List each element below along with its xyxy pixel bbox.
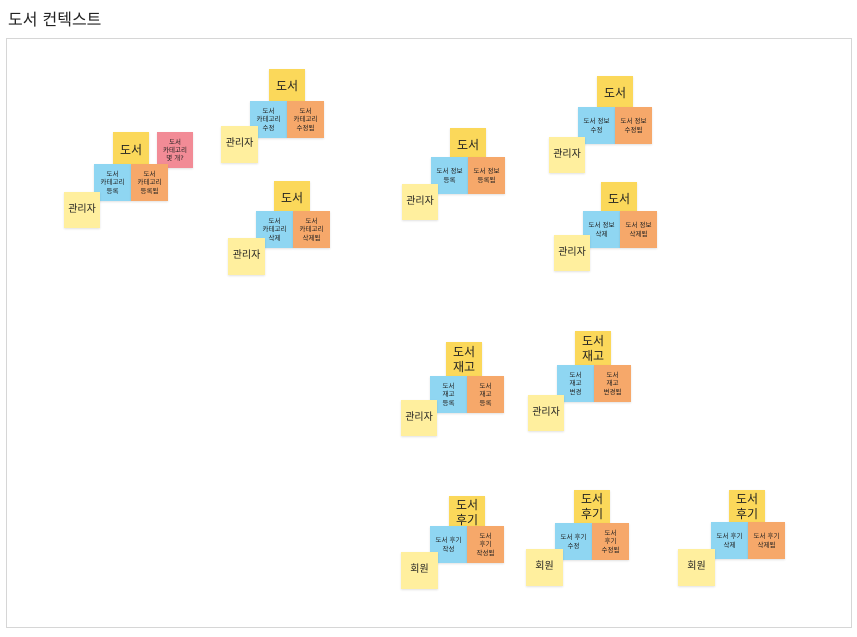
event-note[interactable]: 도서 후기 작성됨: [467, 526, 504, 563]
command-note[interactable]: 도서 카테고리 수정: [250, 101, 287, 138]
event-note[interactable]: 도서 카테고리 등록됨: [131, 164, 168, 201]
event-note[interactable]: 도서 카테고리 삭제됨: [293, 211, 330, 248]
command-note[interactable]: 도서 후기 작성: [430, 526, 467, 563]
aggregate-note[interactable]: 도서: [274, 181, 310, 215]
command-note[interactable]: 도서 카테고리 등록: [94, 164, 131, 201]
actor-note[interactable]: 관리자: [554, 235, 590, 271]
command-note[interactable]: 도서 정보 등록: [431, 157, 468, 194]
event-note[interactable]: 도서 정보 등록됨: [468, 157, 505, 194]
actor-note[interactable]: 회원: [678, 549, 715, 586]
actor-note[interactable]: 관리자: [228, 238, 265, 275]
aggregate-note[interactable]: 도서 후기: [574, 490, 610, 524]
event-note[interactable]: 도서 카테고리 수정됨: [287, 101, 324, 138]
command-note[interactable]: 도서 후기 삭제: [711, 522, 748, 559]
aggregate-note[interactable]: 도서: [597, 76, 633, 110]
actor-note[interactable]: 관리자: [221, 126, 258, 163]
aggregate-note[interactable]: 도서: [450, 128, 486, 162]
event-note[interactable]: 도서 후기 삭제됨: [748, 522, 785, 559]
event-note[interactable]: 도서 재고 등록: [467, 376, 504, 413]
aggregate-note[interactable]: 도서: [269, 69, 305, 103]
event-note[interactable]: 도서 정보 삭제됨: [620, 211, 657, 248]
aggregate-note[interactable]: 도서: [601, 182, 637, 216]
event-note[interactable]: 도서 정보 수정됨: [615, 107, 652, 144]
event-note[interactable]: 도서 재고 변경됨: [594, 365, 631, 402]
actor-note[interactable]: 관리자: [402, 184, 438, 220]
event-note[interactable]: 도서 후기 수정됨: [592, 523, 629, 560]
aggregate-note[interactable]: 도서 후기: [449, 496, 485, 530]
actor-note[interactable]: 관리자: [401, 400, 437, 436]
actor-note[interactable]: 관리자: [549, 137, 585, 173]
actor-note[interactable]: 회원: [401, 552, 438, 589]
aggregate-note[interactable]: 도서 재고: [575, 331, 611, 367]
aggregate-note[interactable]: 도서: [113, 132, 149, 168]
aggregate-note[interactable]: 도서 재고: [446, 342, 482, 378]
aggregate-note[interactable]: 도서 후기: [729, 490, 765, 524]
page-title: 도서 컨텍스트: [8, 10, 102, 29]
actor-note[interactable]: 관리자: [64, 192, 100, 228]
actor-note[interactable]: 관리자: [528, 395, 564, 431]
hotspot-note[interactable]: 도서 카테고리 몇 개?: [157, 132, 193, 168]
event-storming-board[interactable]: 도서 도서 카테고리 몇 개? 도서 카테고리 등록 도서 카테고리 등록됨 관…: [6, 38, 852, 628]
actor-note[interactable]: 회원: [526, 549, 563, 586]
